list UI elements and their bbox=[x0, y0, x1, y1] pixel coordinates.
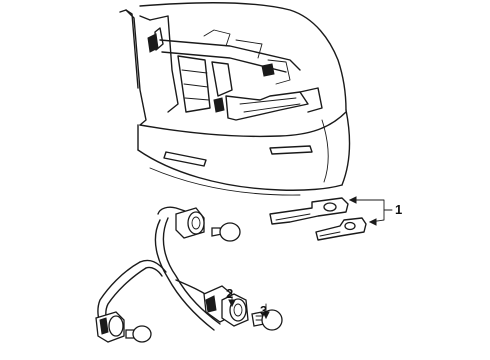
part-1-lamp-brackets bbox=[269, 197, 367, 241]
lower-left-bulb bbox=[125, 325, 152, 343]
callout-1-leader bbox=[348, 196, 393, 226]
wiring-harness bbox=[97, 217, 221, 333]
vehicle-front-end bbox=[119, 2, 351, 196]
callout-3: 3 bbox=[260, 303, 267, 318]
lower-left-lamp-socket bbox=[95, 311, 125, 343]
upper-lamp-socket bbox=[157, 206, 205, 239]
upper-bulb bbox=[211, 222, 241, 242]
part-2-lamp-socket bbox=[203, 285, 249, 327]
callout-3-leader bbox=[262, 303, 270, 320]
part-3-bulb bbox=[251, 309, 283, 331]
callout-2: 2 bbox=[226, 286, 233, 301]
callout-1: 1 bbox=[395, 202, 402, 217]
callout-2-leader bbox=[228, 297, 236, 308]
